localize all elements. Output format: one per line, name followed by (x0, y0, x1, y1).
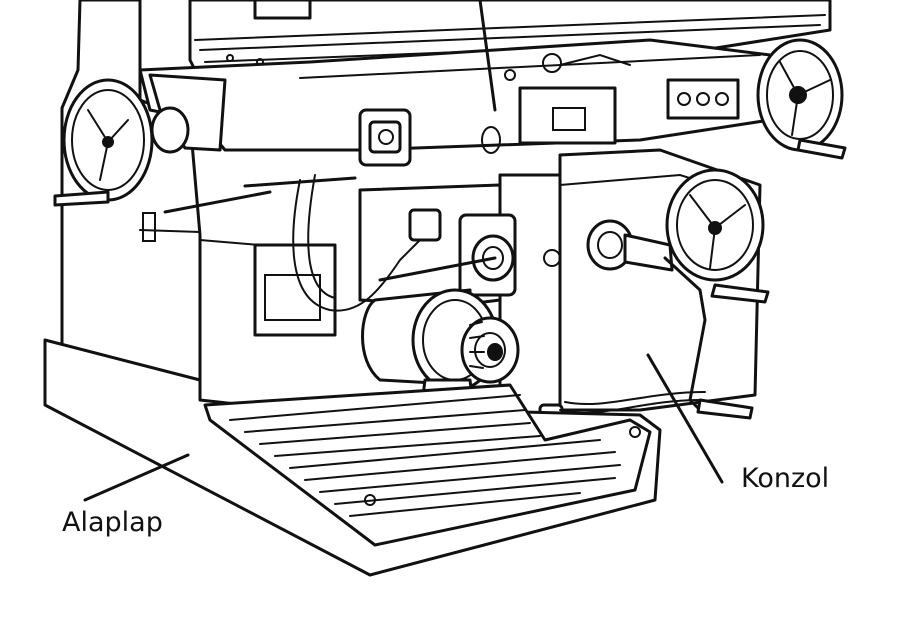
right-handwheel (756, 38, 847, 160)
konzol-label: Konzol (741, 463, 829, 494)
gearbox-mechanism (163, 174, 517, 337)
knee-handwheel (665, 168, 770, 304)
left-handwheel (53, 78, 190, 207)
base-plate (43, 338, 706, 577)
alaplap-label: Alaplap (62, 507, 163, 538)
feed-motor (361, 288, 520, 392)
konzol-leader-line (646, 353, 724, 484)
saddle (138, 0, 772, 167)
alaplap-leader-line (83, 453, 190, 502)
